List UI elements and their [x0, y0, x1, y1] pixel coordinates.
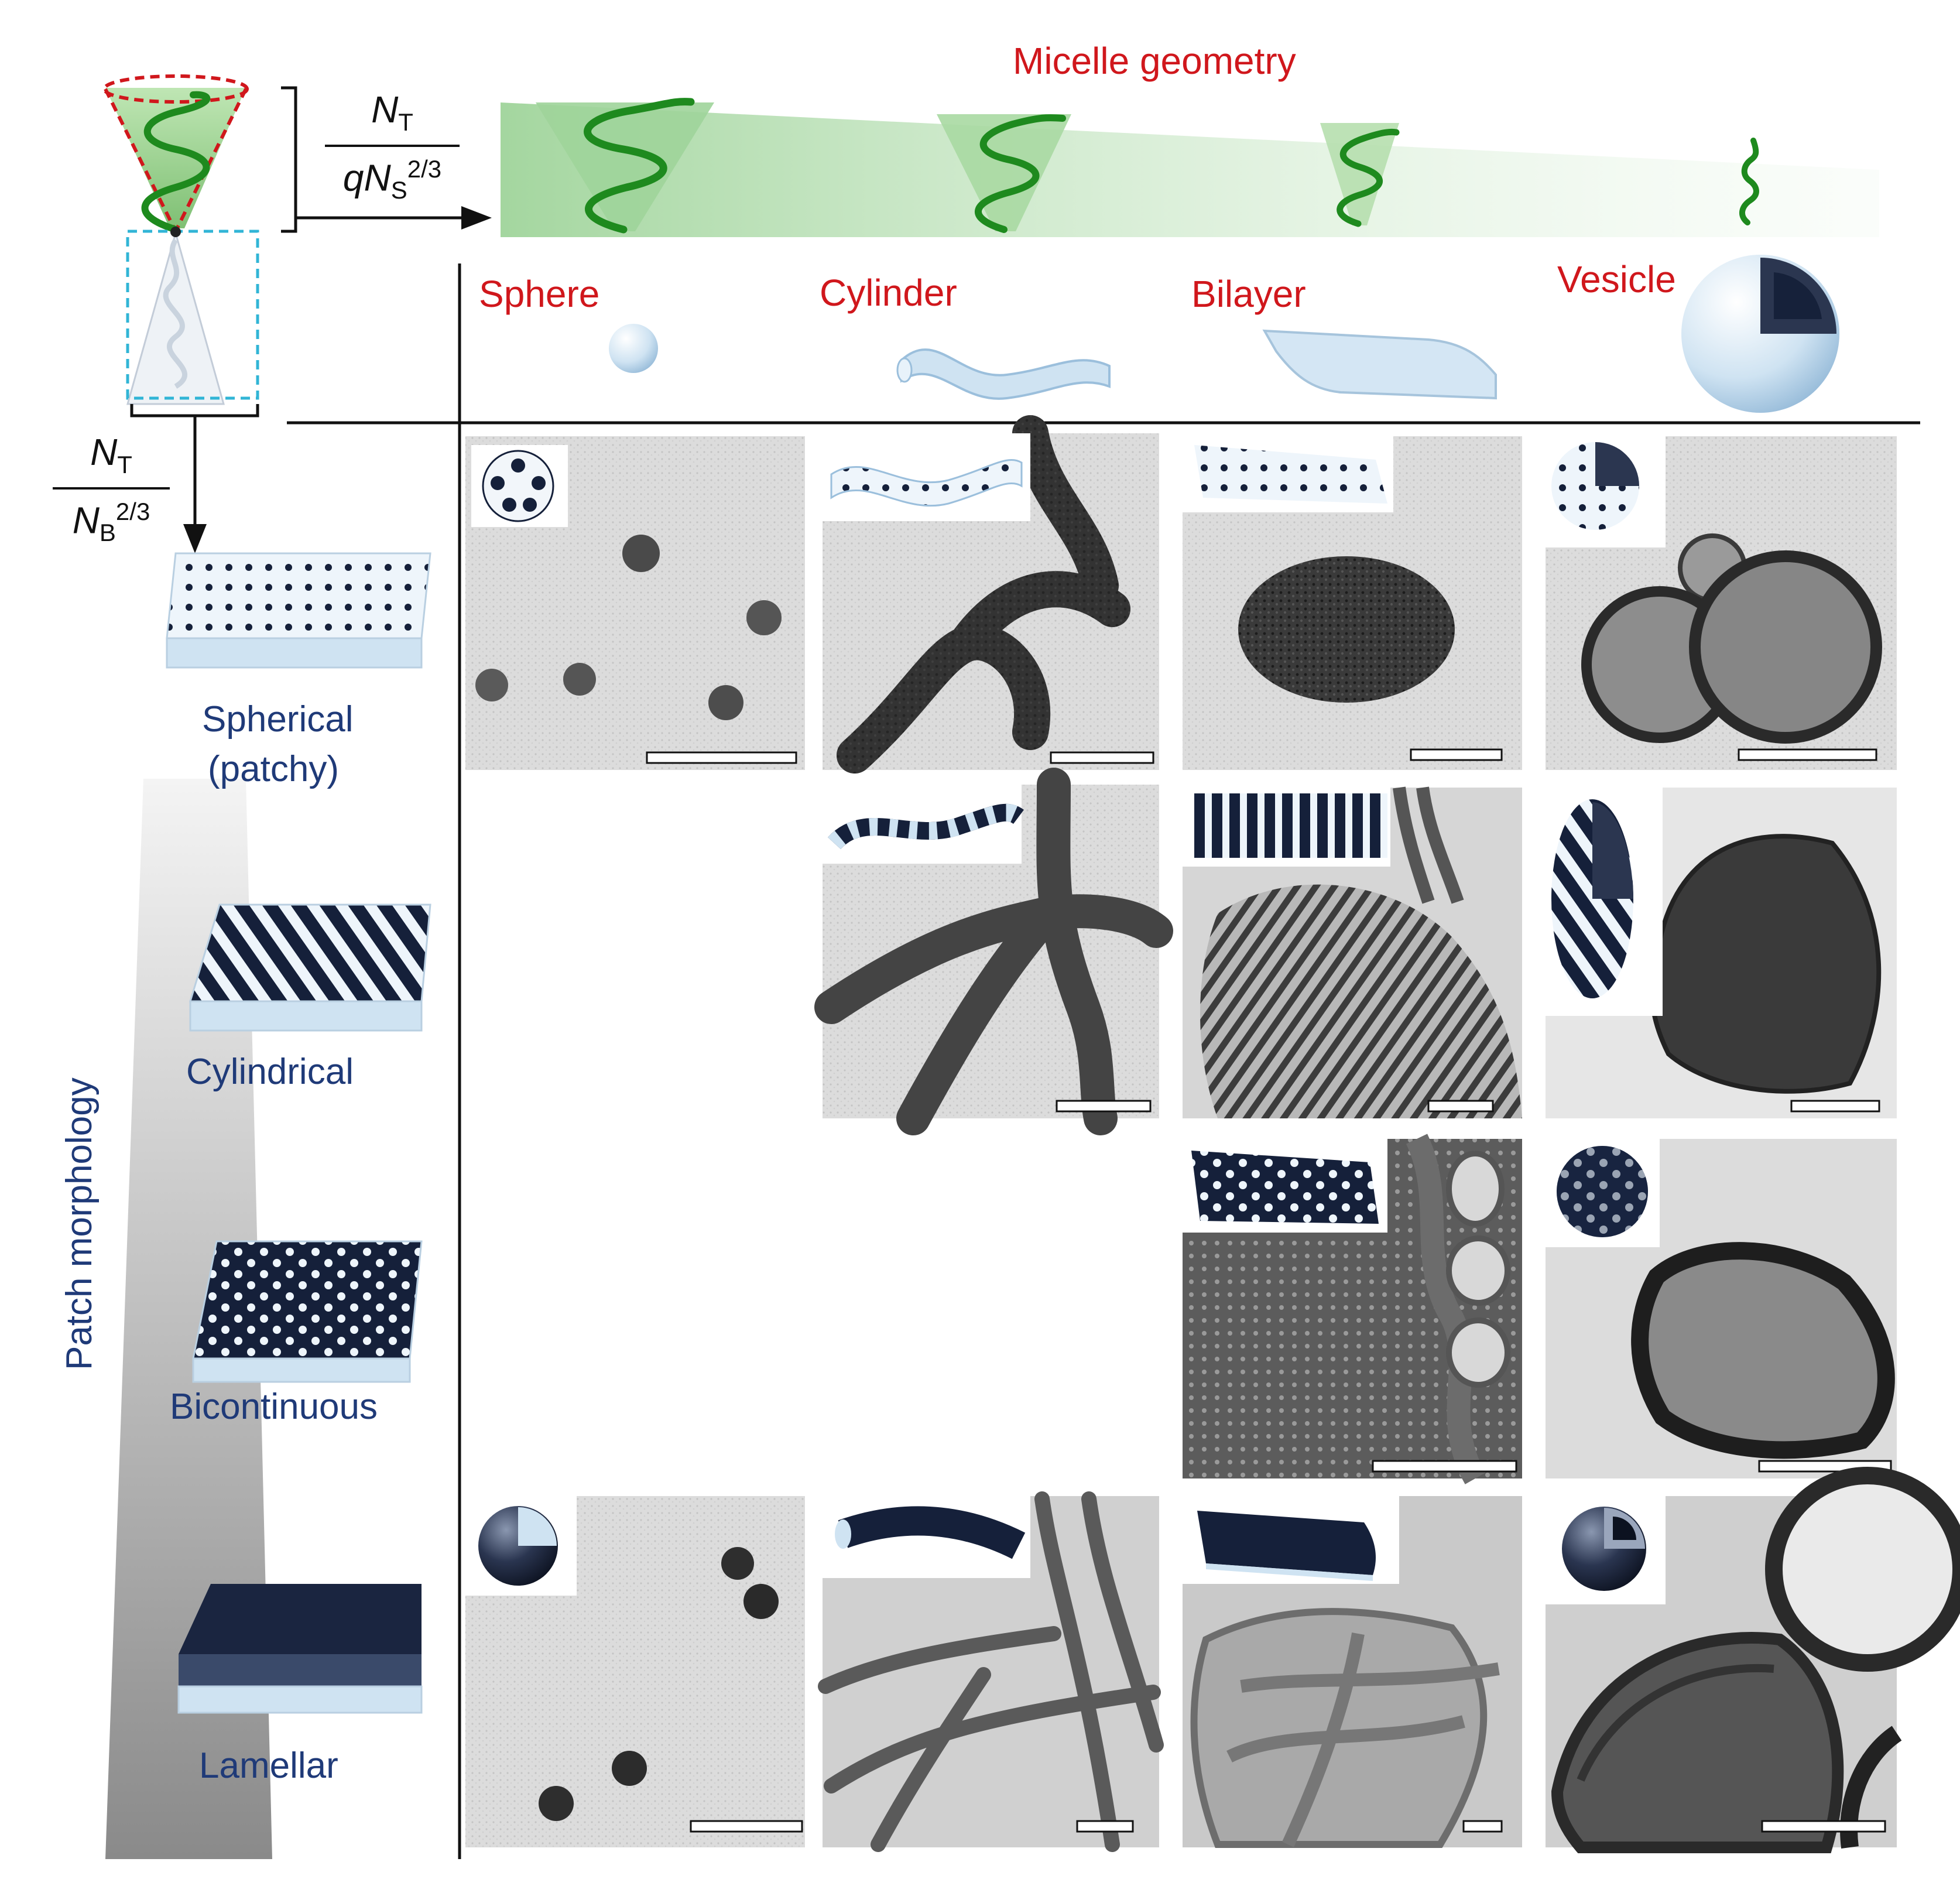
frac-v-den-sub: B — [99, 518, 116, 546]
panel-vesicle-spherical — [1546, 436, 1897, 770]
column-label-vesicle: Vesicle — [1557, 258, 1676, 300]
frac-h-den-sub: S — [390, 176, 407, 204]
lamellar-patch-icon — [177, 1584, 423, 1714]
patch-morphology-label: Patch morphology — [59, 1077, 100, 1370]
row-label-spherical: Spherical — [202, 699, 354, 740]
panel-cylinder-spherical — [823, 415, 1159, 773]
panel-vesicle-bicontinuous — [1546, 1139, 1897, 1478]
bicontinuous-patch-icon — [192, 1240, 423, 1383]
frac-v-num-sub: T — [117, 450, 132, 478]
frac-h-den: qN — [342, 156, 391, 199]
micelle-geometry-label: Micelle geometry — [1013, 40, 1296, 82]
panel-bilayer-bicontinuous — [1183, 1134, 1522, 1484]
bilayer-icon — [1262, 329, 1497, 400]
cone-schematic — [102, 74, 492, 553]
column-label-bilayer: Bilayer — [1191, 273, 1306, 315]
row-label-lamellar: Lamellar — [199, 1745, 338, 1786]
column-label-sphere: Sphere — [479, 273, 600, 315]
fraction-vertical-axis: NT NB2/3 — [53, 430, 170, 547]
panel-sphere-lamellar — [465, 1496, 805, 1847]
panel-bilayer-lamellar — [1183, 1496, 1522, 1848]
panel-cylinder-cylindrical — [814, 768, 1173, 1135]
panel-cylinder-lamellar — [818, 1491, 1164, 1852]
cylinder-icon — [896, 348, 1111, 400]
spherical-patch-icon — [166, 552, 431, 669]
column-label-cylinder: Cylinder — [820, 272, 957, 314]
panel-vesicle-lamellar — [1546, 1467, 1960, 1853]
row-label-spherical-sub: (patchy) — [208, 749, 339, 789]
row-label-cylindrical: Cylindrical — [186, 1052, 354, 1092]
geometry-wedge — [501, 98, 1879, 237]
panel-sphere-spherical — [465, 436, 805, 770]
sphere-icon — [609, 324, 658, 373]
frac-h-num: N — [371, 88, 399, 131]
panel-vesicle-cylindrical — [1546, 788, 1897, 1118]
panel-bilayer-cylindrical — [1183, 786, 1522, 1118]
frac-v-den-sup: 2/3 — [115, 497, 150, 525]
frac-v-den: N — [72, 499, 100, 542]
fraction-horizontal-axis: NT qNS2/3 — [325, 88, 460, 204]
frac-h-den-sup: 2/3 — [407, 155, 442, 183]
frac-v-num: N — [90, 431, 118, 473]
panel-bilayer-spherical — [1183, 436, 1522, 770]
vesicle-icon — [1681, 255, 1839, 413]
frac-h-num-sub: T — [398, 108, 413, 136]
cylindrical-patch-icon — [189, 903, 431, 1032]
row-label-bicontinuous: Bicontinuous — [170, 1387, 378, 1427]
